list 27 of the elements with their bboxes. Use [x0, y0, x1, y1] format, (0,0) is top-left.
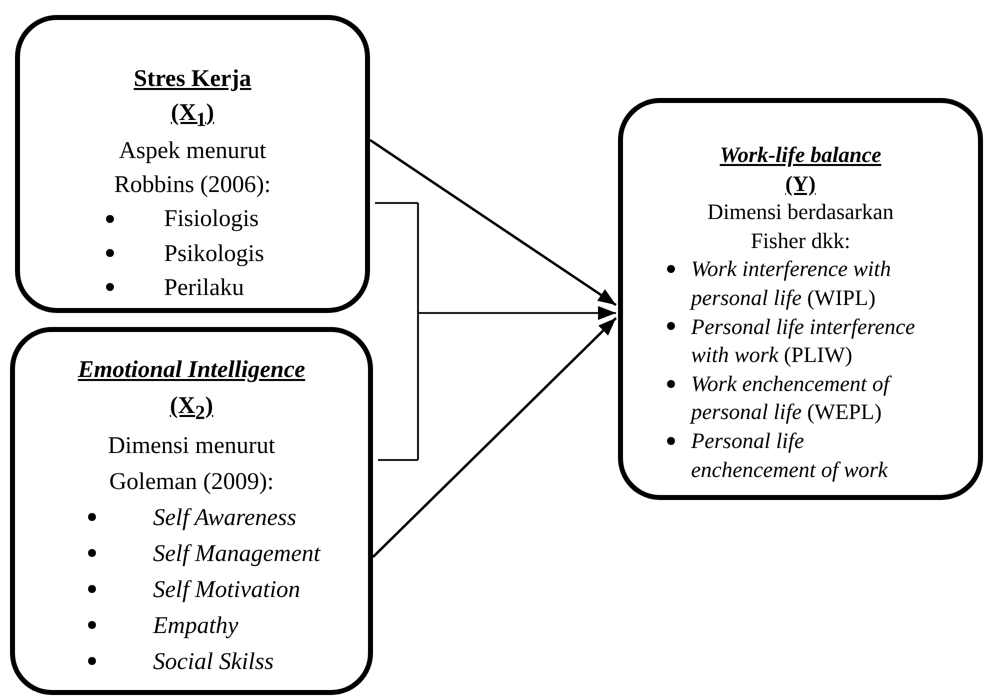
variable-symbol: (Y) [785, 170, 816, 198]
arrow [372, 317, 617, 558]
list-item: Personal life enchencement of work [663, 426, 933, 484]
rounded-box [618, 98, 983, 500]
rounded-box [15, 15, 370, 313]
description-text: Dimensi menurut Goleman (2009): [106, 432, 276, 497]
list-item: Self Awareness [73, 500, 373, 536]
list-item: Empathy [73, 608, 373, 644]
list-item: Self Motivation [73, 572, 373, 608]
list-item: Self Management [73, 536, 373, 572]
description-text: Aspek menurut Robbins (2006): [113, 137, 272, 200]
variable-title: Stres Kerja [134, 65, 252, 94]
description-text: Dimensi berdasarkan Fisher dkk: [706, 198, 895, 255]
rounded-box [10, 327, 373, 695]
list-item: Psikologis [106, 236, 356, 271]
list-item: Fisiologis [106, 202, 356, 236]
list-item: Social Skilss [73, 644, 373, 680]
variable-title: Work-life balance [720, 141, 882, 169]
list-item: Work enchencement of personal life (WEPL) [663, 370, 933, 427]
arrow [374, 202, 617, 461]
variable-symbol: (X$_{2}$) [170, 392, 214, 426]
variable-title: Emotional Intelligence [78, 356, 306, 385]
list-item: Perilaku [106, 270, 356, 305]
arrow [369, 138, 617, 306]
variable-symbol: (X$_{1}$) [170, 99, 214, 133]
list-item: Work interference with personal life (WIPL) [663, 255, 933, 313]
list-item: Personal life interference with work (PLIW) [663, 312, 933, 370]
